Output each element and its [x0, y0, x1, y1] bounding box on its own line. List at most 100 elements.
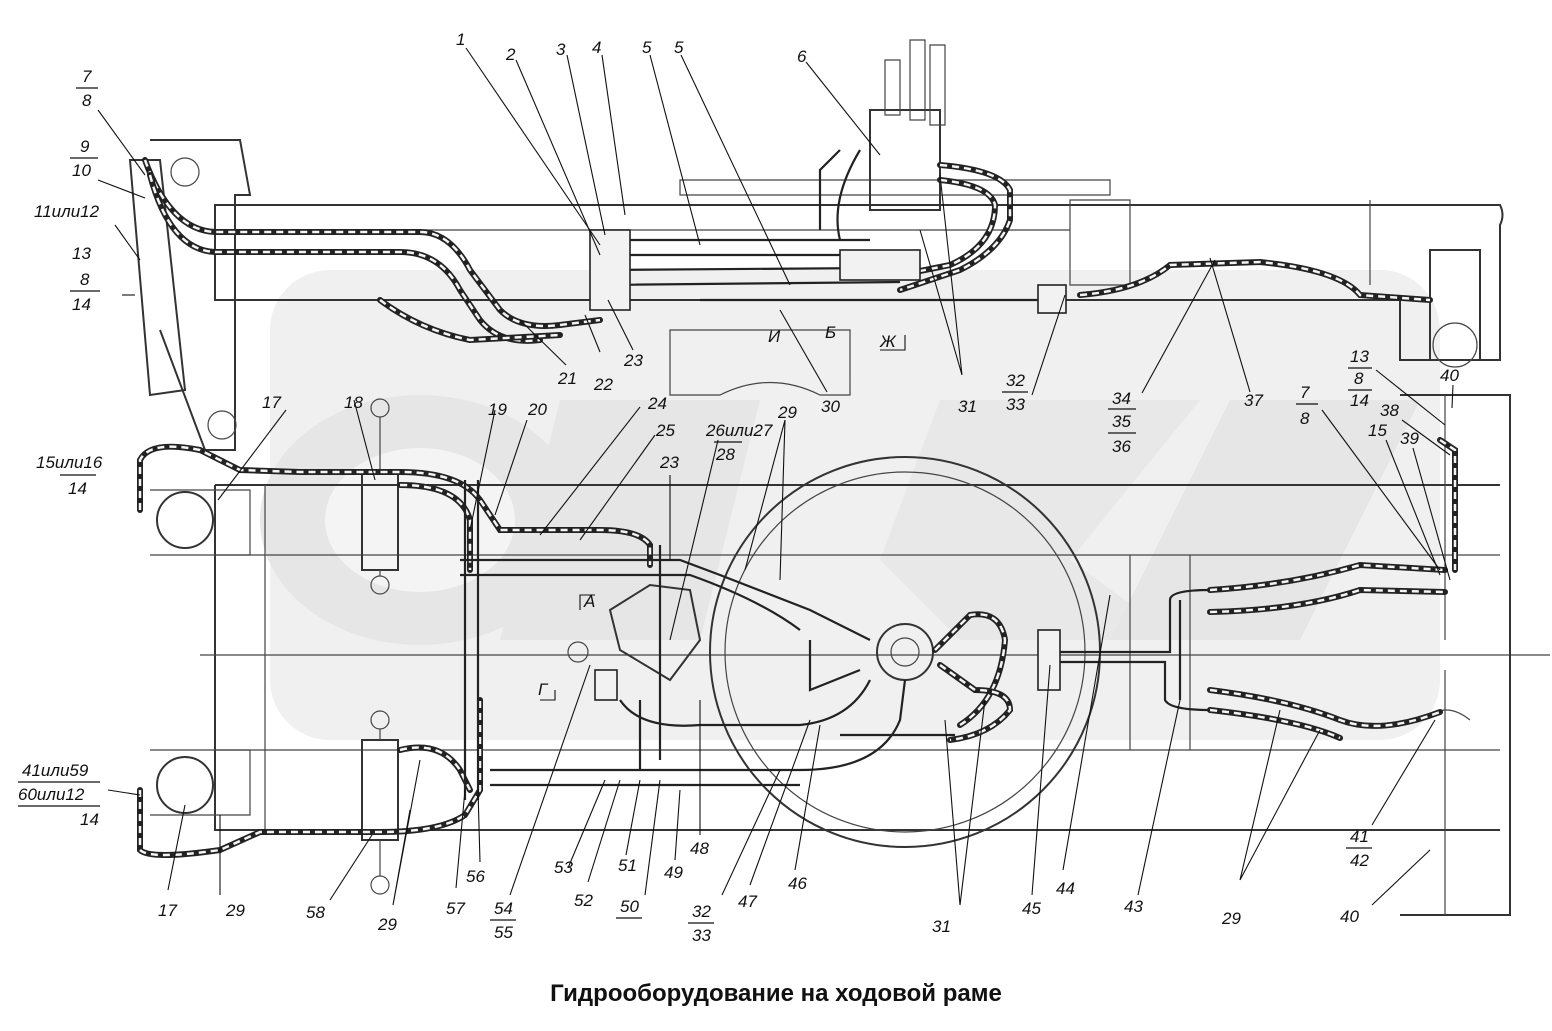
svg-text:8: 8 — [1354, 369, 1364, 388]
label-40b: 40 — [1340, 907, 1359, 926]
label-4: 4 — [592, 38, 601, 57]
section-mark-b: Б — [825, 323, 836, 342]
svg-text:41или59: 41или59 — [22, 761, 89, 780]
svg-text:8: 8 — [82, 91, 92, 110]
label-15-16: 15или16 14 — [36, 453, 103, 498]
svg-text:15или16: 15или16 — [36, 453, 103, 472]
svg-text:8: 8 — [1300, 409, 1310, 428]
section-mark-i: И — [768, 327, 781, 346]
label-20: 20 — [527, 400, 547, 419]
label-32-33a: 32 33 — [1002, 371, 1028, 414]
label-18: 18 — [344, 393, 363, 412]
svg-text:32: 32 — [692, 902, 711, 921]
svg-text:8: 8 — [80, 270, 90, 289]
label-26-28: 26или27 28 — [705, 421, 773, 464]
svg-text:36: 36 — [1112, 437, 1131, 456]
label-25: 25 — [655, 421, 675, 440]
label-32-33b: 32 33 — [688, 902, 714, 945]
label-7-8-mid: 7 8 — [1296, 383, 1318, 428]
diagram-title: Гидрооборудование на ходовой раме — [550, 980, 1002, 1007]
label-29c: 29 — [377, 915, 397, 934]
upper-hoses — [142, 149, 1433, 344]
label-57: 57 — [446, 899, 465, 918]
svg-text:32: 32 — [1006, 371, 1025, 390]
label-21: 21 — [557, 369, 577, 388]
label-39: 39 — [1400, 429, 1419, 448]
lower-hoses — [137, 437, 1458, 858]
label-40a: 40 — [1440, 366, 1459, 385]
svg-text:28: 28 — [715, 445, 735, 464]
svg-text:55: 55 — [494, 923, 513, 942]
label-8-14-left: 8 14 — [70, 270, 100, 314]
label-31b: 31 — [932, 917, 951, 936]
svg-text:34: 34 — [1112, 389, 1131, 408]
section-mark-g: Г — [538, 680, 549, 699]
svg-text:14: 14 — [72, 295, 91, 314]
label-13-left: 13 — [72, 244, 91, 263]
label-49: 49 — [664, 863, 683, 882]
label-11-12: 11или12 — [34, 202, 100, 221]
label-34-36: 34 35 36 — [1108, 389, 1136, 456]
label-41-42: 41 42 — [1346, 827, 1372, 870]
label-6: 6 — [797, 47, 807, 66]
label-1: 1 — [456, 30, 465, 49]
svg-text:54: 54 — [494, 899, 513, 918]
label-37: 37 — [1244, 391, 1263, 410]
label-45: 45 — [1022, 899, 1041, 918]
svg-text:9: 9 — [80, 137, 90, 156]
label-19: 19 — [488, 400, 507, 419]
label-44: 44 — [1056, 879, 1075, 898]
label-41-59: 41или59 60или12 14 — [18, 761, 100, 829]
svg-text:14: 14 — [1350, 391, 1369, 410]
label-53: 53 — [554, 858, 573, 877]
label-38: 38 — [1380, 401, 1399, 420]
svg-text:35: 35 — [1112, 412, 1131, 431]
label-23b: 23 — [659, 453, 679, 472]
label-13-8-14-right: 13 8 14 — [1348, 347, 1372, 410]
svg-text:33: 33 — [1006, 395, 1025, 414]
watermark-logo — [260, 270, 1440, 740]
section-marks: А Б Г Ж И — [538, 323, 906, 701]
svg-text:13: 13 — [1350, 347, 1369, 366]
svg-text:50: 50 — [620, 897, 639, 916]
svg-text:60или12: 60или12 — [18, 785, 85, 804]
label-54-55: 54 55 — [490, 899, 516, 942]
svg-text:14: 14 — [68, 479, 87, 498]
label-22: 22 — [593, 375, 613, 394]
label-5b: 5 — [674, 38, 684, 57]
svg-text:14: 14 — [80, 810, 99, 829]
label-23a: 23 — [623, 351, 643, 370]
label-31a: 31 — [958, 397, 977, 416]
label-7-8-top: 7 8 — [76, 67, 98, 110]
svg-text:26или27: 26или27 — [705, 421, 773, 440]
label-52: 52 — [574, 891, 593, 910]
label-29d: 29 — [1221, 909, 1241, 928]
label-56: 56 — [466, 867, 485, 886]
label-58: 58 — [306, 903, 325, 922]
label-17a: 17 — [262, 393, 281, 412]
label-24: 24 — [647, 394, 667, 413]
svg-text:7: 7 — [82, 67, 92, 86]
label-17b: 17 — [158, 901, 177, 920]
svg-text:42: 42 — [1350, 851, 1369, 870]
label-9-10: 9 10 — [70, 137, 98, 180]
svg-text:7: 7 — [1300, 383, 1310, 402]
svg-text:41: 41 — [1350, 827, 1369, 846]
label-46: 46 — [788, 874, 807, 893]
label-51: 51 — [618, 856, 637, 875]
label-48: 48 — [690, 839, 709, 858]
leader-lines — [97, 47, 1454, 906]
label-2: 2 — [505, 45, 516, 64]
svg-text:33: 33 — [692, 926, 711, 945]
section-mark-a: А — [583, 592, 595, 611]
section-mark-zh: Ж — [879, 332, 897, 351]
label-29a: 29 — [777, 403, 797, 422]
label-3: 3 — [556, 40, 566, 59]
part-labels: 1 2 3 4 5 5 6 7 8 9 10 11или12 13 8 14 1… — [18, 30, 1459, 945]
label-30: 30 — [821, 397, 840, 416]
svg-text:10: 10 — [72, 161, 91, 180]
label-29b: 29 — [225, 901, 245, 920]
label-47: 47 — [738, 892, 757, 911]
label-50: 50 — [616, 897, 642, 919]
